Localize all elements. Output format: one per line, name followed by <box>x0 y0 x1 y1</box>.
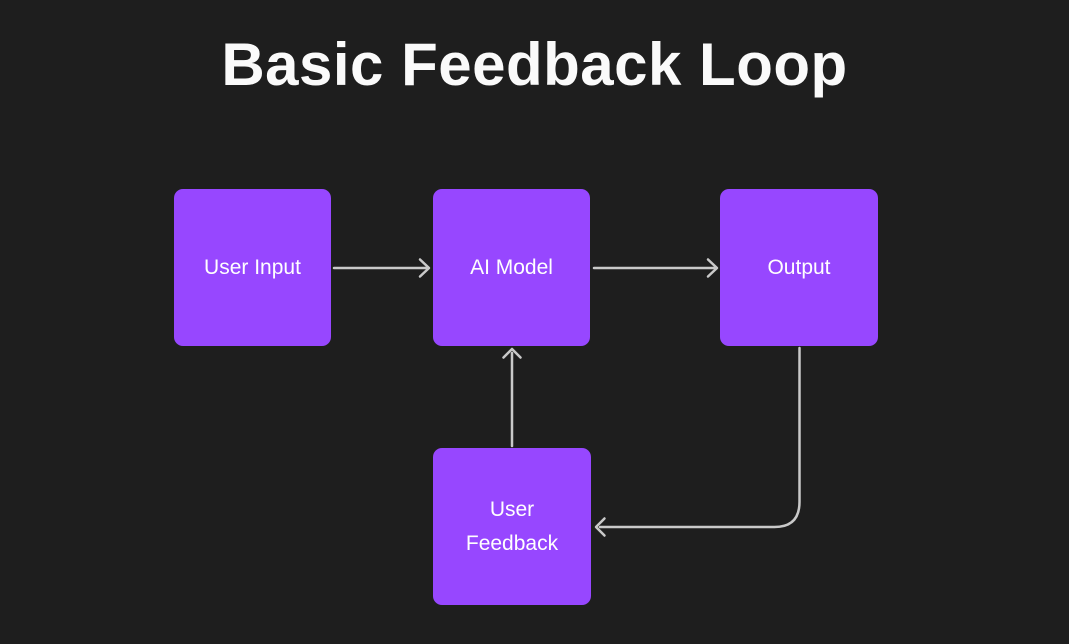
arrowhead-right-icon <box>706 258 719 278</box>
edge-user-input-to-ai-model <box>332 258 431 278</box>
node-user-feedback: User Feedback <box>433 448 591 605</box>
edge-user-feedback-to-ai-model <box>502 347 522 448</box>
node-user-input: User Input <box>174 189 331 346</box>
edge-output-to-user-feedback <box>594 346 801 537</box>
arrowhead-up-icon <box>502 347 522 359</box>
arrowhead-left-icon <box>594 517 606 537</box>
node-ai-model: AI Model <box>433 189 590 346</box>
node-output: Output <box>720 189 878 346</box>
edge-ai-model-to-output <box>592 258 719 278</box>
arrowhead-right-icon <box>418 258 431 278</box>
diagram-title: Basic Feedback Loop <box>221 31 848 98</box>
